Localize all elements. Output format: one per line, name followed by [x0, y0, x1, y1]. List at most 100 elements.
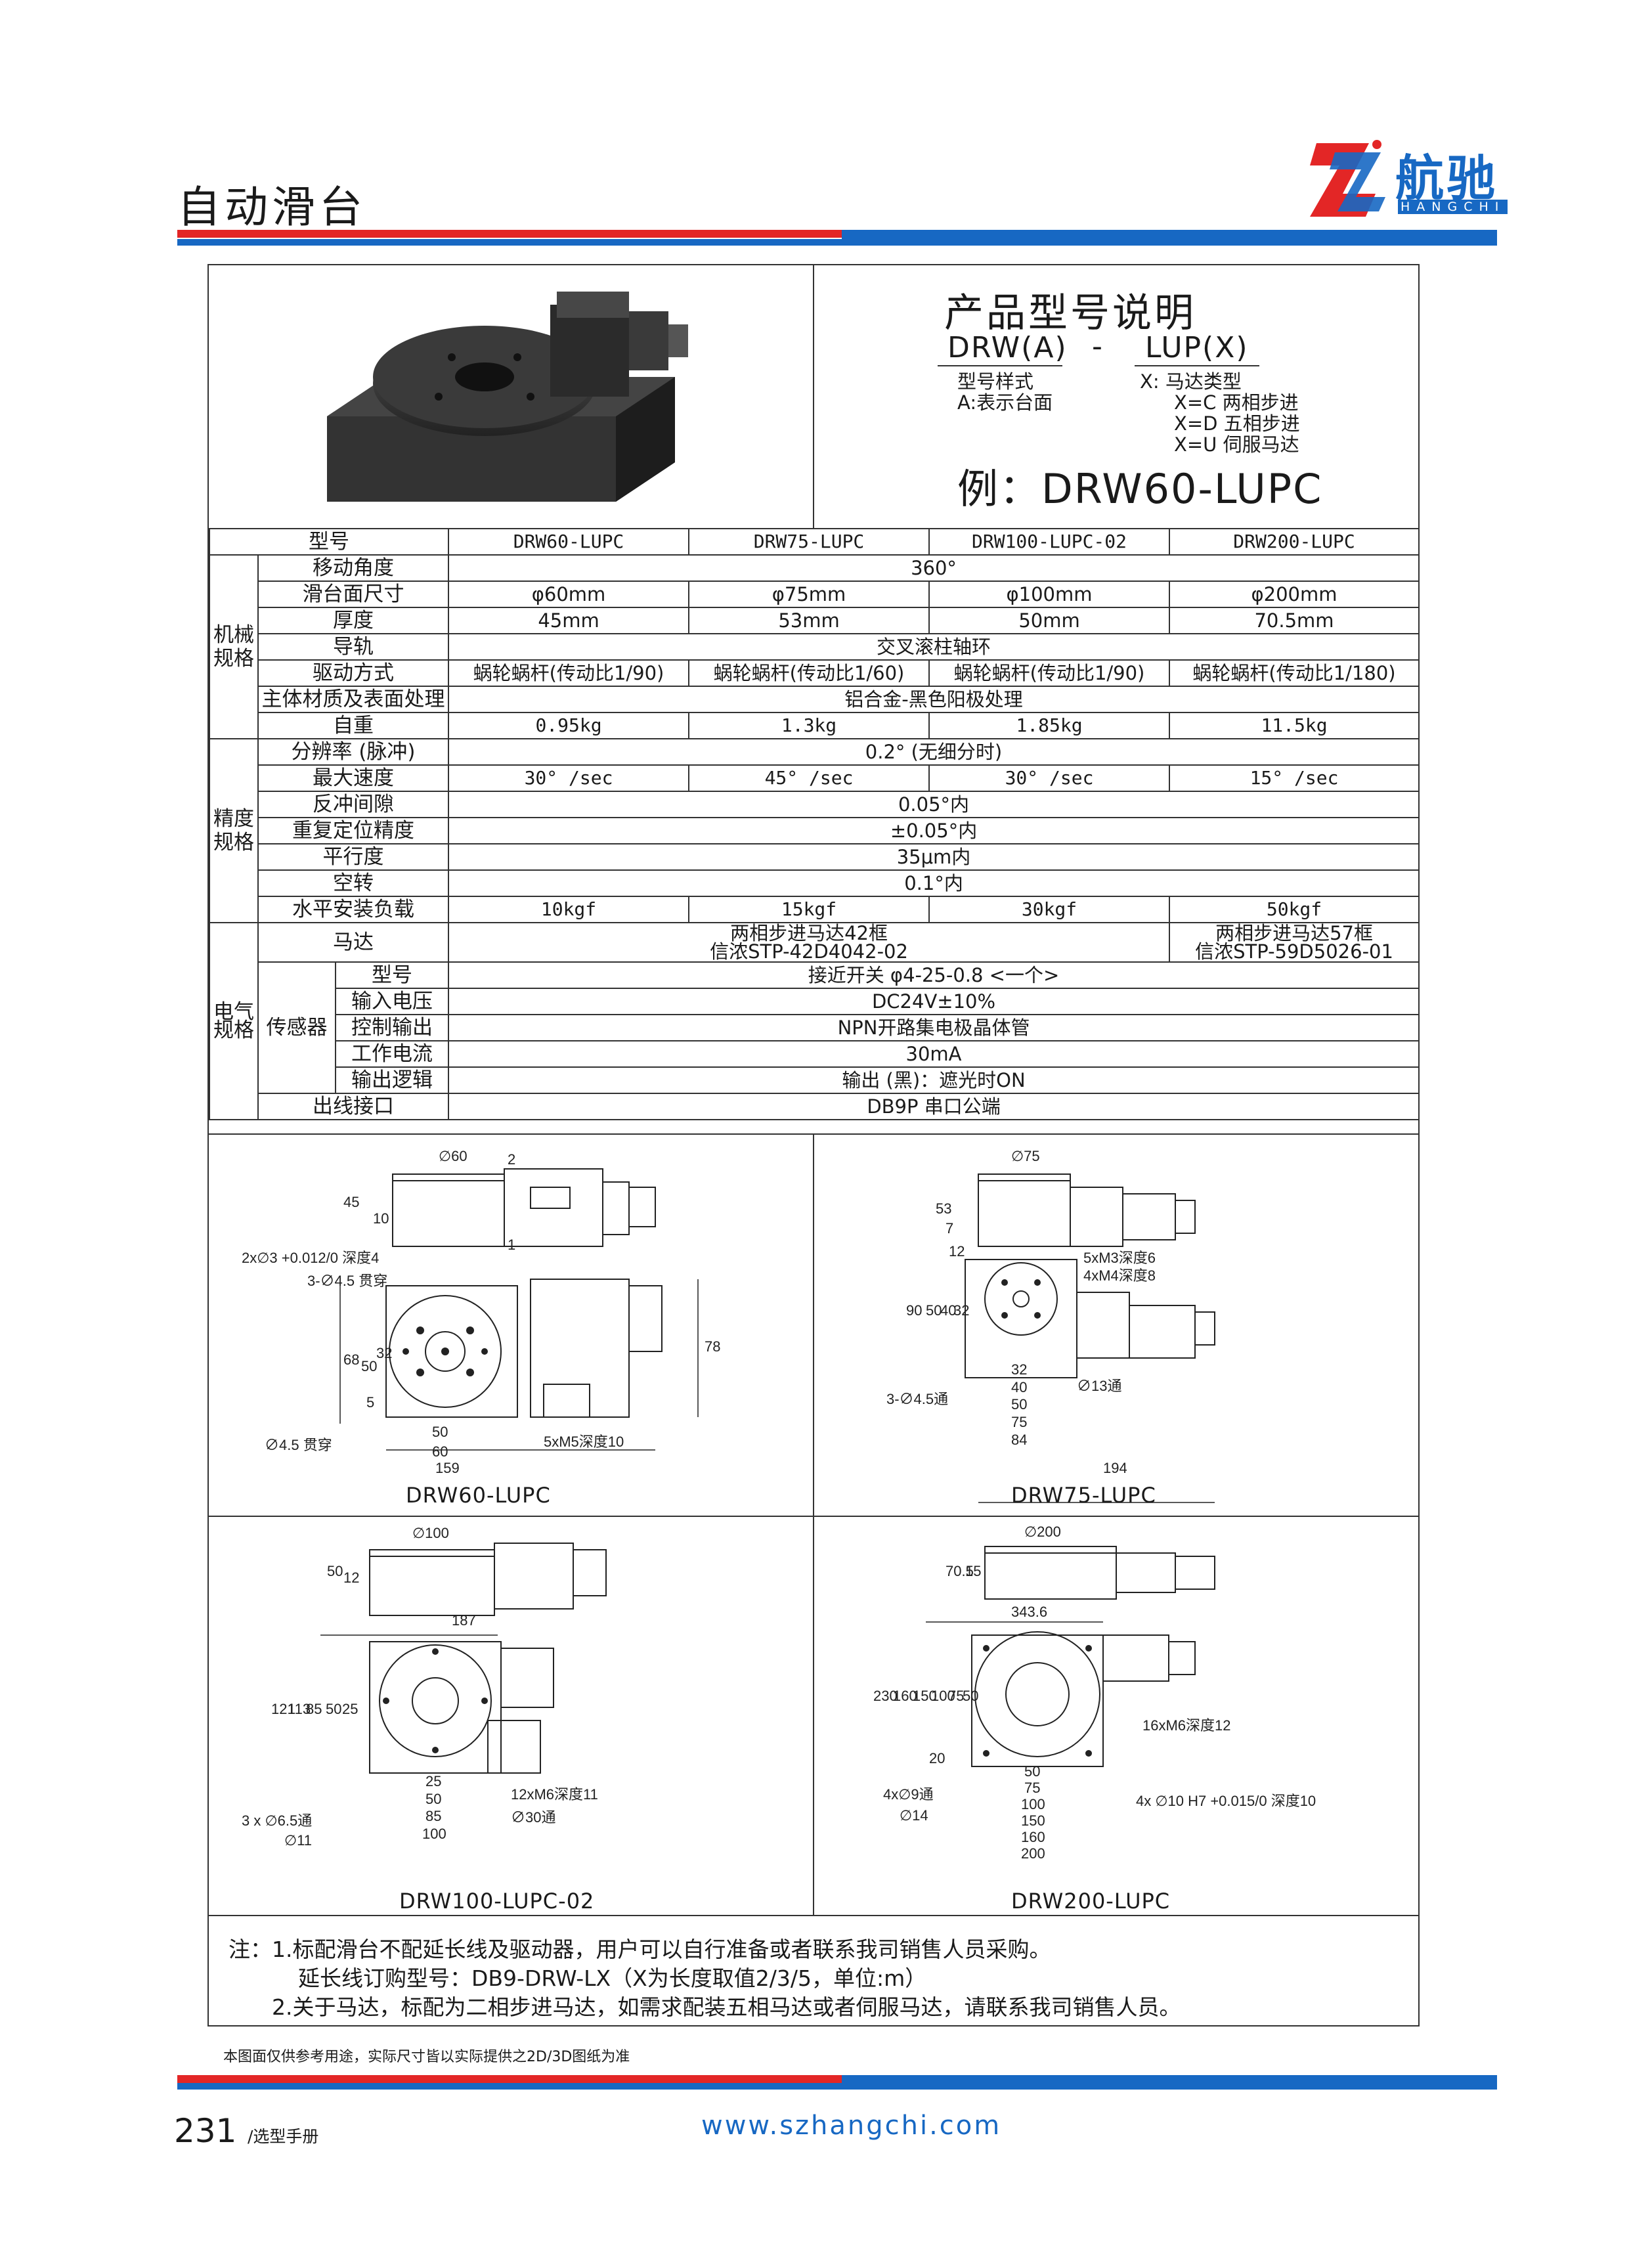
table-row: 滑台面尺寸 φ60mm φ75mm φ100mm φ200mm [209, 581, 1420, 608]
svg-text:121: 121 [271, 1701, 295, 1717]
svg-text:5xM5深度10: 5xM5深度10 [544, 1434, 624, 1450]
svg-text:230: 230 [873, 1688, 898, 1704]
table-row: 工作电流 30mA [209, 1040, 1420, 1068]
group-label: 传感器 [257, 961, 336, 1094]
svg-text:68: 68 [343, 1351, 359, 1368]
page-number: 231 [174, 2112, 237, 2150]
note-line-2: 延长线订购型号：DB9-DRW-LX（X为长度取值2/3/5，单位:m） [298, 1965, 927, 1991]
svg-text:70.5: 70.5 [946, 1563, 974, 1579]
svg-text:50: 50 [425, 1791, 441, 1807]
page-title: 自动滑台 [177, 182, 366, 232]
table-row: 主体材质及表面处理 铝合金-黑色阳极处理 [209, 686, 1420, 713]
table-row: 输入电压 DC24V±10% [209, 988, 1420, 1015]
table-row: 厚度 45mm 53mm 50mm 70.5mm [209, 607, 1420, 634]
svg-text:7: 7 [946, 1220, 953, 1237]
group-label: 精度规格 [209, 738, 259, 923]
svg-text:∅200: ∅200 [1024, 1523, 1061, 1540]
svg-text:32: 32 [1011, 1361, 1027, 1378]
model-code-part-a: DRW(A) [947, 331, 1068, 364]
footer-stripe-red [177, 2075, 842, 2083]
table-header-cell: DRW100-LUPC-02 [928, 528, 1171, 556]
svg-text:1: 1 [508, 1237, 515, 1253]
table-row: 控制输出 NPN开路集电极晶体管 [209, 1014, 1420, 1041]
svg-text:∅100: ∅100 [412, 1525, 449, 1541]
drawing-drw60: ∅60 45 10 2 1 2x∅3 +0.012/0 深度4 3-∅4.5 贯… [242, 1148, 720, 1476]
svg-text:60: 60 [432, 1443, 448, 1460]
svg-text:12: 12 [343, 1569, 359, 1586]
svg-text:∅30通: ∅30通 [511, 1809, 555, 1826]
svg-text:5xM3深度6: 5xM3深度6 [1083, 1250, 1156, 1266]
svg-text:200: 200 [1021, 1845, 1045, 1862]
table-row: 平行度 35μm内 [209, 843, 1420, 871]
svg-text:32: 32 [953, 1302, 969, 1319]
svg-text:75: 75 [1011, 1414, 1027, 1430]
svg-text:4x∅9通: 4x∅9通 [883, 1786, 934, 1803]
svg-text:160: 160 [1021, 1829, 1045, 1845]
svg-text:∅13通: ∅13通 [1077, 1378, 1121, 1394]
svg-text:3-∅4.5 贯穿: 3-∅4.5 贯穿 [307, 1273, 387, 1289]
svg-text:150: 150 [1021, 1812, 1045, 1829]
svg-text:100: 100 [931, 1688, 955, 1704]
table-row: 机械规格 移动角度 360° [209, 554, 1420, 739]
svg-text:2: 2 [508, 1151, 515, 1168]
technical-drawings: ∅60 45 10 2 1 2x∅3 +0.012/0 深度4 3-∅4.5 贯… [209, 1133, 1418, 1916]
table-row: 传感器 型号 接近开关 φ4-25-0.8 <一个> [209, 961, 1420, 1094]
product-image [327, 292, 688, 502]
svg-text:50: 50 [326, 1701, 341, 1717]
table-row: 型号 DRW60-LUPC DRW75-LUPC DRW100-LUPC-02 … [208, 528, 1420, 556]
svg-text:50: 50 [1024, 1763, 1040, 1780]
svg-text:50: 50 [327, 1563, 343, 1579]
product-overview: 产品型号说明 DRW(A) - LUP(X) 型号样式 A:表示台面 X: 马达… [209, 265, 1418, 529]
footer-stripe-blue-right [842, 2075, 1497, 2090]
table-row: 输出逻辑 输出 (黑)：遮光时ON [209, 1066, 1420, 1094]
svg-text:85: 85 [306, 1701, 322, 1717]
svg-text:50: 50 [963, 1688, 978, 1704]
svg-text:194: 194 [1103, 1460, 1127, 1476]
disclaimer: 本图面仅供参考用途，实际尺寸皆以实际提供之2D/3D图纸为准 [223, 2049, 630, 2065]
code-b-desc-2: X=C 两相步进 [1174, 391, 1299, 414]
drawing-drw75: ∅75 53 7 12 90 50 40 32 5xM3深度6 4xM4深度8 … [886, 1148, 1215, 1503]
svg-text:50: 50 [361, 1358, 377, 1374]
logo-text-en: HANGCHI [1398, 200, 1508, 214]
svg-text:12xM6深度11: 12xM6深度11 [511, 1786, 598, 1803]
drawing-caption: DRW60-LUPC [406, 1483, 551, 1508]
drawing-caption: DRW75-LUPC [1011, 1483, 1156, 1508]
svg-text:75: 75 [948, 1688, 964, 1704]
content-frame: 产品型号说明 DRW(A) - LUP(X) 型号样式 A:表示台面 X: 马达… [207, 264, 1420, 2027]
svg-text:∅11: ∅11 [284, 1832, 312, 1849]
svg-text:100: 100 [1021, 1796, 1045, 1812]
svg-text:50: 50 [926, 1302, 942, 1319]
svg-text:∅4.5 贯穿: ∅4.5 贯穿 [265, 1437, 332, 1453]
svg-text:75: 75 [1024, 1780, 1040, 1796]
table-row: 反冲间隙 0.05°内 [209, 791, 1420, 818]
svg-text:32: 32 [376, 1345, 392, 1361]
svg-text:85: 85 [425, 1808, 441, 1824]
note-line-1: 注：1.标配滑台不配延长线及驱动器，用户可以自行准备或者联系我司销售人员采购。 [228, 1937, 1051, 1962]
table-row: 空转 0.1°内 [209, 869, 1420, 897]
svg-text:12: 12 [949, 1243, 965, 1260]
svg-text:25: 25 [425, 1773, 441, 1789]
code-b-desc-1: X: 马达类型 [1140, 370, 1242, 393]
brand-logo: 航驰 HANGCHI [1303, 131, 1508, 230]
logo-mark-icon [1310, 140, 1385, 217]
website-link[interactable]: www.szhangchi.com [701, 2111, 1002, 2141]
svg-text:4xM4深度8: 4xM4深度8 [1083, 1267, 1156, 1284]
table-header-cell: DRW75-LUPC [688, 528, 930, 556]
svg-text:160: 160 [893, 1688, 917, 1704]
model-example: 例：DRW60-LUPC [957, 465, 1323, 513]
table-row: 导轨 交叉滚柱轴环 [209, 633, 1420, 661]
header-stripe-red [177, 230, 842, 238]
spec-title: 产品型号说明 [944, 290, 1196, 336]
svg-text:45: 45 [343, 1194, 359, 1210]
model-code-dash: - [1092, 330, 1102, 363]
svg-text:∅75: ∅75 [1011, 1148, 1040, 1164]
logo-text: 航驰 [1395, 150, 1498, 207]
table-row: 精度规格 分辨率 (脉冲) 0.2° (无细分时) [209, 738, 1420, 923]
table-header-cell: DRW60-LUPC [448, 528, 690, 556]
model-code-part-b: LUP(X) [1145, 331, 1249, 364]
svg-text:16xM6深度12: 16xM6深度12 [1142, 1717, 1231, 1734]
svg-text:3-∅4.5通: 3-∅4.5通 [886, 1391, 948, 1407]
svg-text:53: 53 [936, 1200, 951, 1217]
note-line-3: 2.关于马达，标配为二相步进马达，如需求配装五相马达或者伺服马达，请联系我司销售… [272, 1994, 1181, 2020]
group-label: 机械规格 [209, 554, 259, 739]
